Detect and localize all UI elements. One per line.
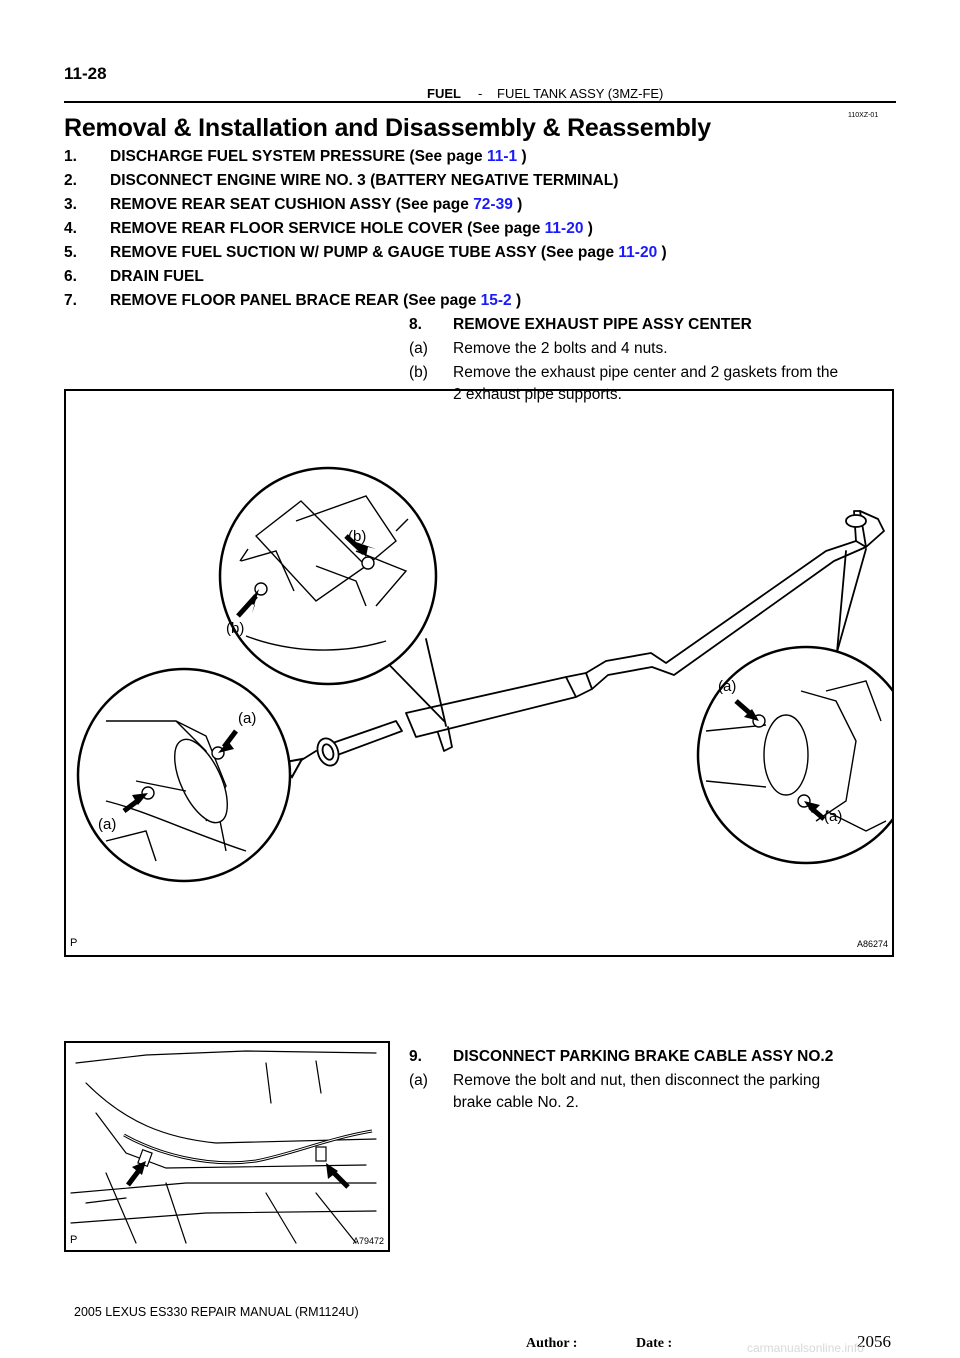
step-8a: (a) Remove the 2 bolts and 4 nuts. [409,340,668,358]
exhaust-pipe-figure: (b) (b) (a) (a) [64,389,916,957]
step-text: REMOVE REAR SEAT CUSHION ASSY (See page [110,196,474,213]
figure-corner-mark: P [70,937,78,949]
step-9-heading: 9. DISCONNECT PARKING BRAKE CABLE ASSY NO… [409,1048,833,1066]
callout-a-right-upper: (a) [718,678,736,695]
step-text: DISCONNECT PARKING BRAKE CABLE ASSY NO.2 [453,1048,834,1065]
step-text: DRAIN FUEL [110,268,204,285]
page-link[interactable]: 72-39 [473,196,513,213]
step-tail: ) [511,292,522,309]
callout-a-right-lower: (a) [824,808,842,825]
header-subsection: FUEL TANK ASSY (3MZ-FE) [497,86,664,101]
figure-code: A79472 [352,1236,384,1246]
callout-b-upper: (b) [348,528,366,545]
step-number: 7. [64,292,77,309]
step-number: 8. [409,316,422,333]
step-7: 7. REMOVE FLOOR PANEL BRACE REAR (See pag… [64,292,521,310]
step-tail: ) [517,148,527,165]
step-8b: (b) Remove the exhaust pipe center and 2 … [409,364,838,382]
step-number: 2. [64,172,77,189]
substep-letter: (a) [409,340,428,357]
step-text: REMOVE FUEL SUCTION W/ PUMP & GAUGE TUBE… [110,244,619,261]
step-text: REMOVE FLOOR PANEL BRACE REAR (See page [110,292,481,309]
parking-brake-cable-figure: P A79472 [64,1041,390,1252]
arrow-icon [132,793,148,805]
site-watermark: carmanualsonline.info [747,1341,864,1355]
callout-b-lower: (b) [226,620,244,637]
manual-footer: 2005 LEXUS ES330 REPAIR MANUAL (RM1124U) [74,1305,359,1319]
page-link[interactable]: 11-20 [544,220,584,237]
page-link[interactable]: 11-1 [486,148,518,165]
step-2: 2. DISCONNECT ENGINE WIRE NO. 3 (BATTERY … [64,172,618,190]
figure-code: A86274 [856,939,888,949]
substep-text: Remove the 2 bolts and 4 nuts. [453,340,668,357]
date-label: Date : [636,1336,673,1351]
parking-brake-illustration [70,1050,377,1244]
header-rule [64,101,896,103]
step-4: 4. REMOVE REAR FLOOR SERVICE HOLE COVER (… [64,220,593,238]
page-link[interactable]: 15-2 [480,292,512,309]
step-tail: ) [583,220,593,237]
arrow-icon [132,1161,146,1175]
step-number: 3. [64,196,77,213]
callout-a-left-lower: (a) [98,816,116,833]
substep-text: Remove the bolt and nut, then disconnect… [453,1072,821,1089]
author-label: Author : [526,1336,578,1351]
arrow-icon [326,1163,338,1179]
header-dash: - [478,86,483,101]
step-number: 9. [409,1048,422,1065]
step-1: 1. DISCHARGE FUEL SYSTEM PRESSURE (See pa… [64,148,527,166]
footer-page-number: 2056 [857,1332,891,1351]
page-link[interactable]: 11-20 [618,244,658,261]
arrow-icon [744,709,759,721]
step-text: DISCONNECT ENGINE WIRE NO. 3 (BATTERY NE… [110,172,619,189]
arrow-icon [218,741,234,753]
step-6: 6. DRAIN FUEL [64,268,204,286]
step-text: DISCHARGE FUEL SYSTEM PRESSURE (See page [110,148,487,165]
step-text: REMOVE EXHAUST PIPE ASSY CENTER [453,316,752,333]
figure-corner-mark: P [70,1234,78,1246]
step-tail: ) [512,196,523,213]
page-title: Removal & Installation and Disassembly &… [64,114,711,142]
arrow-icon [804,801,820,813]
magnifier-circle-b: (b) (b) [218,466,438,686]
step-tail: ) [657,244,667,261]
step-number: 4. [64,220,77,237]
step-5: 5. REMOVE FUEL SUCTION W/ PUMP & GAUGE TU… [64,244,667,262]
document-code: 110XZ-01 [848,112,879,119]
magnifier-circle-a-right: (a) (a) [696,645,916,865]
arrow-icon [247,589,259,613]
step-number: 5. [64,244,77,261]
page-number: 11-28 [64,64,107,83]
magnifier-circle-a-left: (a) (a) [76,667,304,883]
substep-letter: (b) [409,364,428,381]
step-9a: (a) Remove the bolt and nut, then disconn… [409,1072,820,1090]
step-text: REMOVE REAR FLOOR SERVICE HOLE COVER (Se… [110,220,545,237]
callout-a-left-upper: (a) [238,710,256,727]
header-section: FUEL [427,86,461,101]
step-3: 3. REMOVE REAR SEAT CUSHION ASSY (See pag… [64,196,522,214]
substep-text: Remove the exhaust pipe center and 2 gas… [453,364,839,381]
exhaust-pipe-illustration: (b) (b) (a) (a) [76,466,916,883]
step-number: 1. [64,148,77,165]
step-9a-continued: brake cable No. 2. [453,1094,579,1111]
step-number: 6. [64,268,77,285]
step-8-heading: 8. REMOVE EXHAUST PIPE ASSY CENTER [409,316,752,334]
substep-letter: (a) [409,1072,428,1089]
